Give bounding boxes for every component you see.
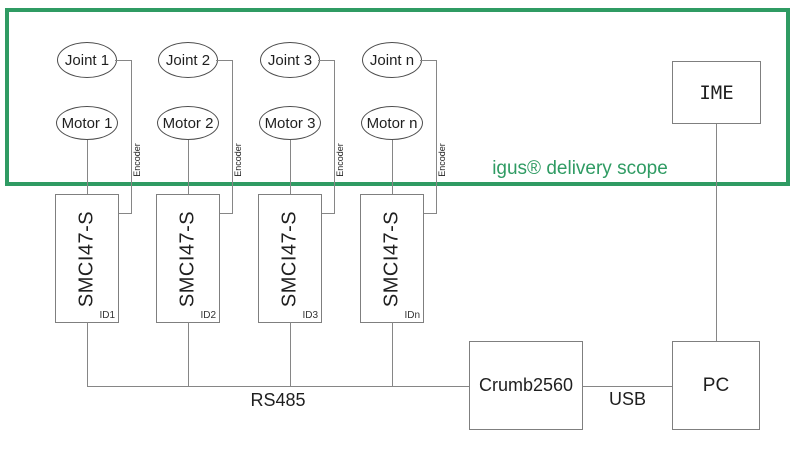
motor-3-to-controller-line — [290, 140, 291, 194]
joint-n-label: Joint n — [369, 51, 415, 69]
motor-3-node: Motor 3 — [259, 106, 321, 140]
motor-2-label: Motor 2 — [162, 114, 214, 132]
joint-3-node: Joint 3 — [260, 42, 320, 78]
motor-n-label: Motor n — [366, 114, 418, 132]
controller-1-label: SMCI47-S — [75, 210, 98, 307]
ime-box: IME — [672, 61, 761, 124]
rs485-bus-label: RS485 — [250, 390, 306, 410]
encoder-3-label: Encoder — [335, 143, 345, 177]
pc-label: PC — [702, 374, 730, 396]
delivery-scope-label: igus® delivery scope — [492, 158, 668, 179]
controller-1-id: ID1 — [99, 310, 115, 321]
usb-line — [583, 386, 672, 387]
controller-n-id: IDn — [404, 310, 420, 321]
controller-3-id: ID3 — [302, 310, 318, 321]
controller-3-to-bus-line — [290, 322, 291, 386]
encoder-n-line-v — [436, 60, 437, 214]
crumb2560-box: Crumb2560 — [469, 341, 583, 430]
joint-2-encoder-line-h — [216, 60, 232, 61]
joint-2-node: Joint 2 — [158, 42, 218, 78]
encoder-n-label: Encoder — [437, 143, 447, 177]
encoder-n-to-controller-line — [424, 213, 436, 214]
motor-2-to-controller-line — [188, 140, 189, 194]
joint-1-label: Joint 1 — [64, 51, 110, 69]
controller-2-id: ID2 — [200, 310, 216, 321]
controller-2-box: SMCI47-S ID2 — [156, 194, 220, 323]
joint-n-node: Joint n — [362, 42, 422, 78]
motor-n-node: Motor n — [361, 106, 423, 140]
motor-1-node: Motor 1 — [56, 106, 118, 140]
usb-label: USB — [608, 389, 646, 409]
motor-n-to-controller-line — [392, 140, 393, 194]
encoder-2-line-v — [232, 60, 233, 214]
controller-n-box: SMCI47-S IDn — [360, 194, 424, 323]
controller-2-to-bus-line — [188, 322, 189, 386]
controller-n-to-bus-line — [392, 322, 393, 386]
controller-3-box: SMCI47-S ID3 — [258, 194, 322, 323]
joint-3-encoder-line-h — [318, 60, 334, 61]
rs485-bus-line — [87, 386, 469, 387]
controller-n-label: SMCI47-S — [380, 210, 403, 307]
encoder-2-label: Encoder — [233, 143, 243, 177]
encoder-3-to-controller-line — [322, 213, 334, 214]
delivery-scope-border — [5, 8, 790, 186]
ime-to-pc-line — [716, 124, 717, 341]
ime-label: IME — [699, 81, 734, 104]
pc-box: PC — [672, 341, 760, 430]
encoder-1-line-v — [131, 60, 132, 214]
controller-1-box: SMCI47-S ID1 — [55, 194, 119, 323]
joint-1-encoder-line-h — [115, 60, 131, 61]
joint-2-label: Joint 2 — [165, 51, 211, 69]
motor-1-to-controller-line — [87, 140, 88, 194]
encoder-1-label: Encoder — [132, 143, 142, 177]
encoder-3-line-v — [334, 60, 335, 214]
motor-3-label: Motor 3 — [264, 114, 316, 132]
motor-2-node: Motor 2 — [157, 106, 219, 140]
joint-1-node: Joint 1 — [57, 42, 117, 78]
encoder-1-to-controller-line — [119, 213, 131, 214]
controller-1-to-bus-line — [87, 322, 88, 386]
encoder-2-to-controller-line — [220, 213, 232, 214]
controller-3-label: SMCI47-S — [278, 210, 301, 307]
joint-3-label: Joint 3 — [267, 51, 313, 69]
motor-1-label: Motor 1 — [61, 114, 113, 132]
joint-n-encoder-line-h — [420, 60, 436, 61]
crumb2560-label: Crumb2560 — [478, 375, 574, 395]
controller-2-label: SMCI47-S — [176, 210, 199, 307]
